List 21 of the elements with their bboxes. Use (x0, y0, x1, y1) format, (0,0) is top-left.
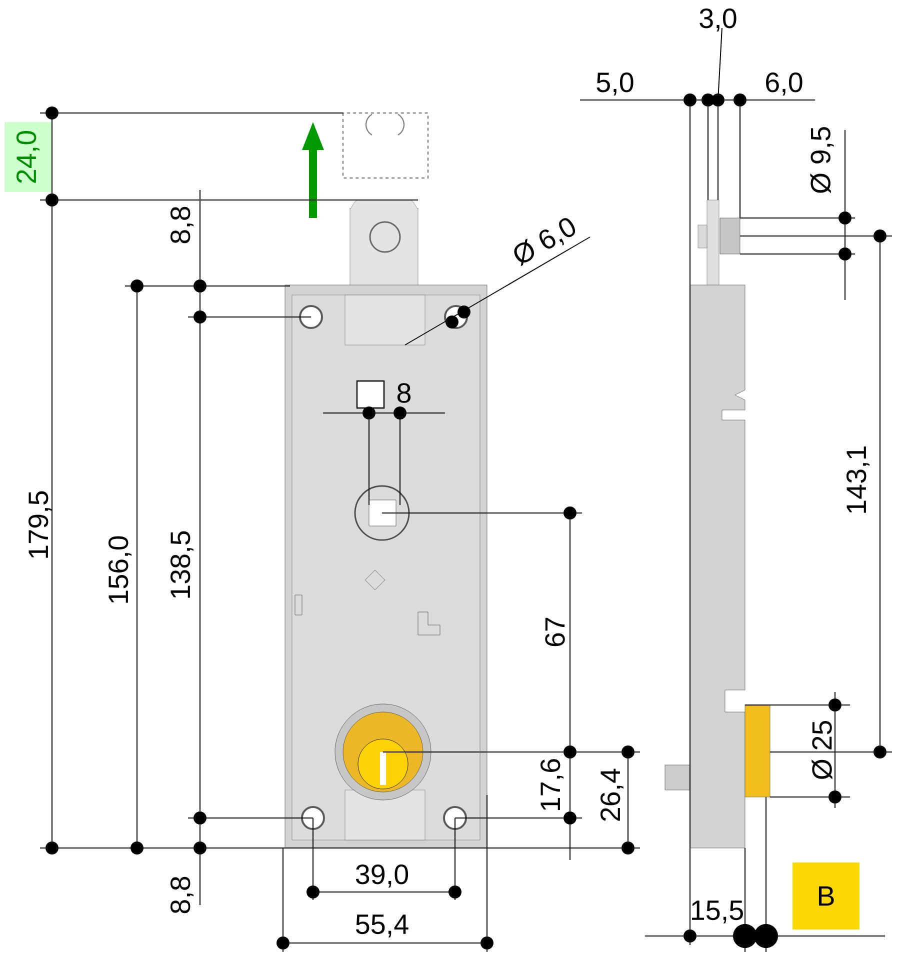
dimension-label: 8,8 (170, 876, 194, 914)
dimension-label: 26,4 (600, 768, 624, 821)
dimension-box: B (792, 862, 860, 930)
dimension-label: 15,5 (692, 900, 743, 924)
dimension-label: 6,0 (766, 72, 802, 96)
dimension-label: 3,0 (700, 8, 736, 32)
dimension-label: Ø 25 (812, 720, 832, 780)
dimension-label: 39,0 (356, 864, 408, 888)
dimension-label: 17,6 (540, 759, 564, 810)
dimension-label: 5,0 (596, 72, 634, 96)
dimension-label: 67 (545, 618, 565, 646)
dimension-label: 8,8 (170, 206, 194, 244)
dimension-label: 55,4 (356, 914, 408, 938)
dimension-label: 8 (397, 383, 411, 403)
dimension-label: Ø 9,5 (810, 127, 834, 194)
dimension-label: 156,0 (108, 536, 132, 603)
dimension-label: 179,5 (28, 491, 52, 558)
dimension-label: 138,5 (170, 531, 194, 598)
dimension-label: 143,1 (846, 446, 870, 513)
dimension-box: 24,0 (4, 122, 52, 192)
dimension-label: Ø 6,0 (514, 218, 576, 266)
